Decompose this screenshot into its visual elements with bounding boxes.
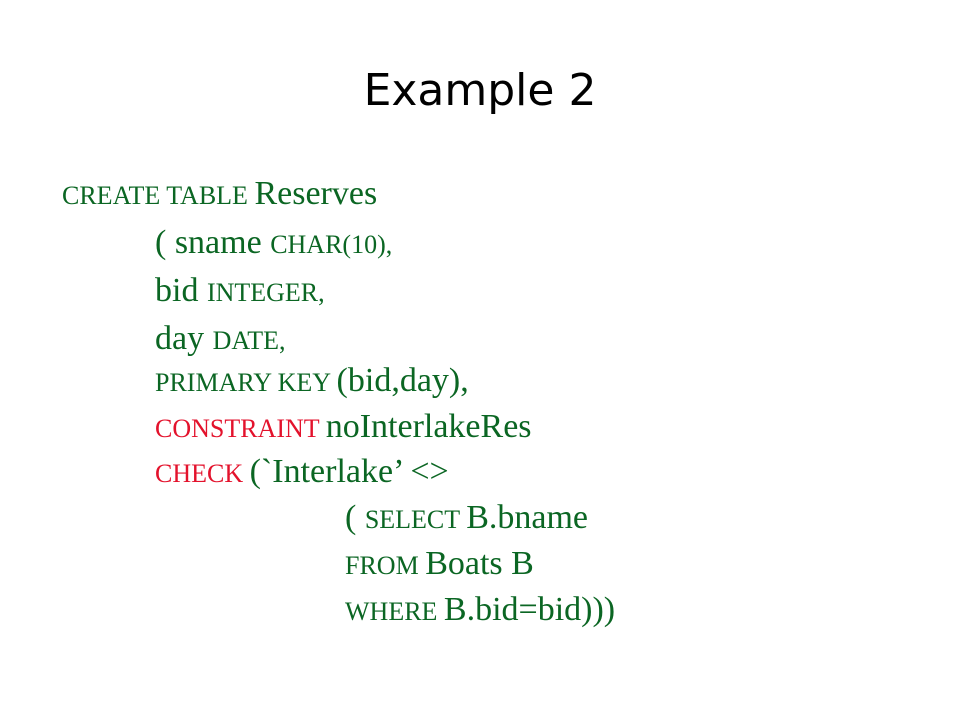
column-bid: bid — [155, 272, 207, 309]
keyword-from: FROM — [345, 551, 426, 580]
type-char: CHAR(10), — [270, 230, 393, 259]
select-column: B.bname — [466, 499, 588, 536]
constraint-name: noInterlakeRes — [325, 408, 532, 445]
column-sname: ( sname — [155, 224, 271, 261]
code-line-select: ( SELECT B.bname — [345, 501, 588, 535]
slide-title: Example 2 — [363, 65, 597, 116]
keyword-check: CHECK — [155, 459, 250, 488]
table-name: Reserves — [254, 175, 378, 212]
type-integer: INTEGER, — [206, 278, 325, 307]
code-line-constraint: CONSTRAINT noInterlakeRes — [155, 410, 532, 444]
type-date: DATE, — [212, 326, 286, 355]
where-condition: B.bid=bid))) — [443, 591, 616, 628]
keyword-primary-key: PRIMARY KEY — [155, 368, 337, 397]
code-line-primary-key: PRIMARY KEY (bid,day), — [155, 364, 469, 398]
keyword-constraint: CONSTRAINT — [155, 414, 326, 443]
from-table: Boats B — [425, 545, 534, 582]
code-line-check: CHECK (`Interlake’ <> — [155, 455, 449, 489]
code-line-from: FROM Boats B — [345, 547, 534, 581]
check-expression: (`Interlake’ <> — [249, 453, 449, 490]
primary-key-columns: (bid,day), — [336, 362, 469, 399]
code-line-create-table: CREATE TABLE Reserves — [62, 177, 377, 211]
code-line-bid: bid INTEGER, — [155, 274, 325, 308]
keyword-where: WHERE — [345, 597, 444, 626]
code-line-day: day DATE, — [155, 322, 286, 356]
keyword-create-table: CREATE TABLE — [62, 181, 255, 210]
subquery-open-paren: ( — [345, 499, 365, 536]
code-line-sname: ( sname CHAR(10), — [155, 226, 392, 260]
keyword-select: SELECT — [364, 505, 467, 534]
column-day: day — [155, 320, 213, 357]
code-line-where: WHERE B.bid=bid))) — [345, 593, 615, 627]
